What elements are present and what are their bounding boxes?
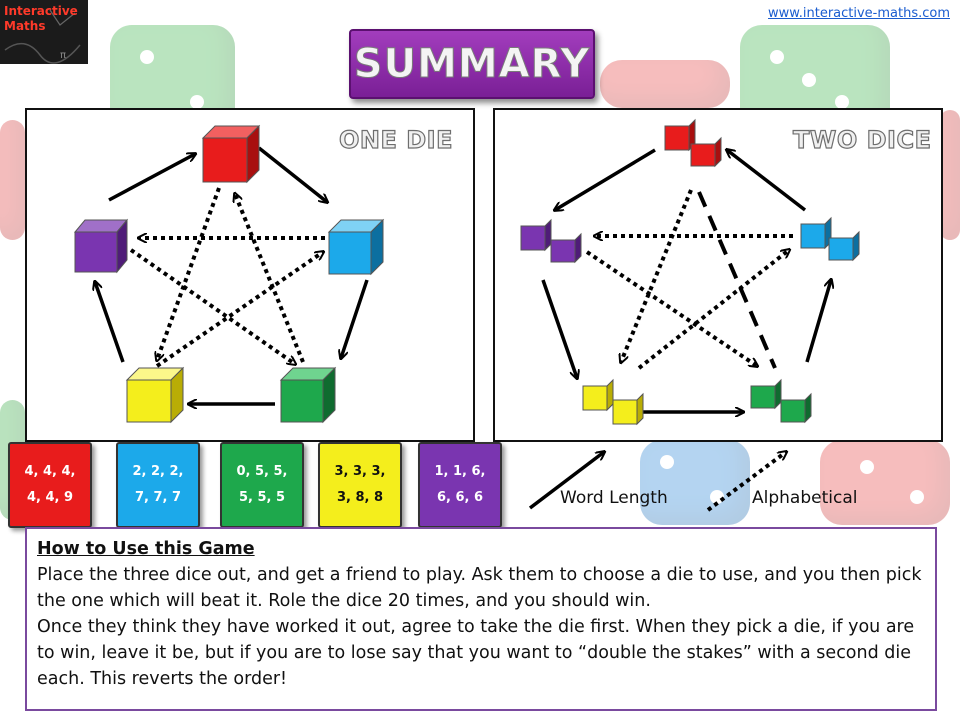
red-dice-pair [664,118,722,168]
two-dice-diagram [520,118,860,426]
dotted-arrow-yellow-to-blue [155,252,323,368]
dotted-arrow-purple-to-green [129,248,295,364]
purple-dice-pair [520,218,582,264]
dashed-line-red-to-green [697,191,777,369]
how-to-box: How to Use this Game Place the three dic… [25,527,937,711]
two-dice-panel: TWO DICE [493,108,943,442]
arrow-red-to-purple [555,148,656,210]
yellow-dice-pair [582,378,644,426]
bg-die-red-right [940,110,960,240]
logo-text: Interactive Maths [4,4,78,34]
one-die-title: ONE DIE [338,125,453,154]
legend-solid-arrow [528,452,604,510]
page-title: SUMMARY [353,41,591,88]
dotted-arrow-green-to-red [235,194,305,363]
how-to-paragraph-2: Once they think they have worked it out,… [37,617,915,689]
red-die-cube [201,124,261,184]
logo-text-line2: Maths [4,19,46,33]
die-chip-green-values: 0, 5, 5, 5, 5, 5 [236,464,288,505]
bg-die-red-left [0,120,25,240]
die-chip-green: 0, 5, 5, 5, 5, 5 [220,442,304,528]
how-to-paragraph-1: Place the three dice out, and get a frie… [37,565,922,611]
die-chip-purple-values: 1, 1, 6, 6, 6, 6 [434,464,486,505]
purple-die-cube [73,218,129,274]
svg-text:π: π [60,50,66,61]
legend-dotted-arrow [706,452,786,512]
green-die-cube [279,366,337,424]
die-chip-blue-values: 2, 2, 2, 7, 7, 7 [132,464,184,505]
yellow-die-cube [125,366,185,424]
legend-arrows [528,440,808,512]
one-die-panel: ONE DIE [25,108,475,442]
die-chip-red-values: 4, 4, 4, 4, 4, 9 [24,464,76,505]
arrow-purple-to-yellow [541,279,577,378]
die-chip-yellow-values: 3, 3, 3, 3, 8, 8 [334,464,386,505]
site-logo[interactable]: π Interactive Maths [0,0,88,64]
arrow-red-to-blue [257,146,327,202]
dotted-arrow-purple-to-green [585,250,757,366]
blue-die-cube [327,218,385,276]
site-link[interactable]: www.interactive-maths.com [768,6,950,21]
logo-text-line1: Interactive [4,4,78,18]
green-dice-pair [750,378,812,424]
legend-alphabetical: Alphabetical [752,488,858,508]
arrow-purple-to-red [108,154,195,202]
two-dice-title: TWO DICE [792,125,932,154]
title-banner: SUMMARY [349,29,595,99]
arrow-blue-to-green [341,279,369,358]
bg-die-red-top [600,60,730,108]
die-chip-yellow: 3, 3, 3, 3, 8, 8 [318,442,402,528]
arrow-yellow-to-purple [95,282,125,363]
legend-word-length: Word Length [560,488,668,508]
bg-die-red-bottom [820,440,950,525]
dotted-arrow-red-to-yellow [621,189,693,362]
how-to-heading: How to Use this Game [37,539,255,559]
arrow-green-to-blue [805,280,831,363]
one-die-diagram [73,124,385,424]
die-chip-red: 4, 4, 4, 4, 4, 9 [8,442,92,528]
bg-die-blue-bottom [640,440,750,525]
dotted-arrow-red-to-yellow [157,187,221,360]
arrow-blue-to-red [727,150,807,212]
blue-dice-pair [800,216,860,262]
die-chip-purple: 1, 1, 6, 6, 6, 6 [418,442,502,528]
logo-scribble-icon: π [4,9,81,64]
die-chip-blue: 2, 2, 2, 7, 7, 7 [116,442,200,528]
